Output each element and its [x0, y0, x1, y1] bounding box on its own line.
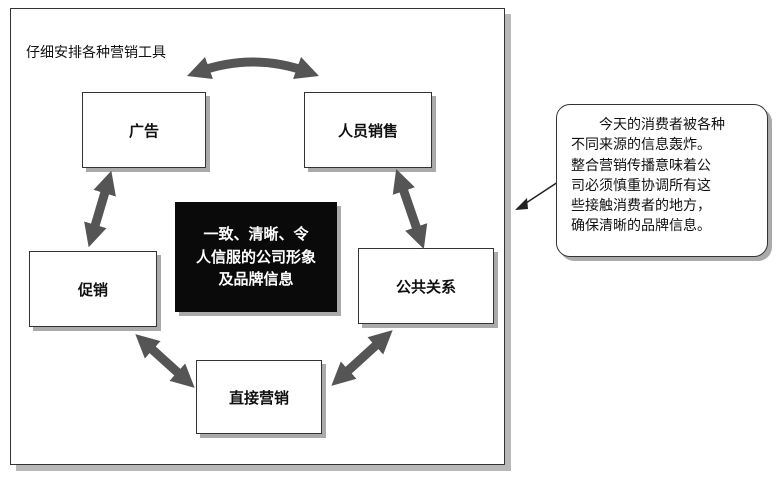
box-direct-marketing: 直接营销 [196, 360, 322, 434]
callout-line: 确保清晰的品牌信息。 [571, 218, 711, 235]
arrow-public-relations-direct-marketing [331, 330, 393, 386]
diagram-title: 仔细安排各种营销工具 [26, 45, 166, 61]
box-sales-promotion: 促销 [29, 251, 157, 327]
callout-line: 不同来源的信息轰炸。 [571, 137, 711, 154]
center-line: 一致、清晰、令 [203, 225, 309, 244]
center-message-box: 一致、清晰、令 人信服的公司形象 及品牌信息 [175, 202, 337, 312]
callout-line: 今天的消费者被各种 [599, 117, 725, 133]
center-line: 人信服的公司形象 [195, 247, 316, 266]
callout-box: 今天的消费者被各种 不同来源的信息轰炸。 整合营销传播意味着公 司必须慎重协调所… [556, 104, 768, 257]
callout-line: 整合营销传播意味着公 [571, 157, 711, 174]
arrow-advertising-personal-selling [187, 57, 319, 80]
arrow-personal-selling-public-relations [392, 168, 428, 250]
arrow-sales-promotion-advertising [84, 170, 116, 248]
box-personal-selling: 人员销售 [304, 92, 432, 168]
center-line: 及品牌信息 [218, 270, 294, 289]
callout-line: 司必须慎重协调所有这 [571, 177, 711, 194]
callout-line: 些接触消费者的地方， [571, 198, 711, 215]
box-public-relations: 公共关系 [358, 248, 494, 324]
arrow-direct-marketing-sales-promotion [135, 334, 195, 388]
box-advertising: 广告 [82, 92, 206, 168]
callout-pointer-arrowhead [515, 198, 528, 210]
